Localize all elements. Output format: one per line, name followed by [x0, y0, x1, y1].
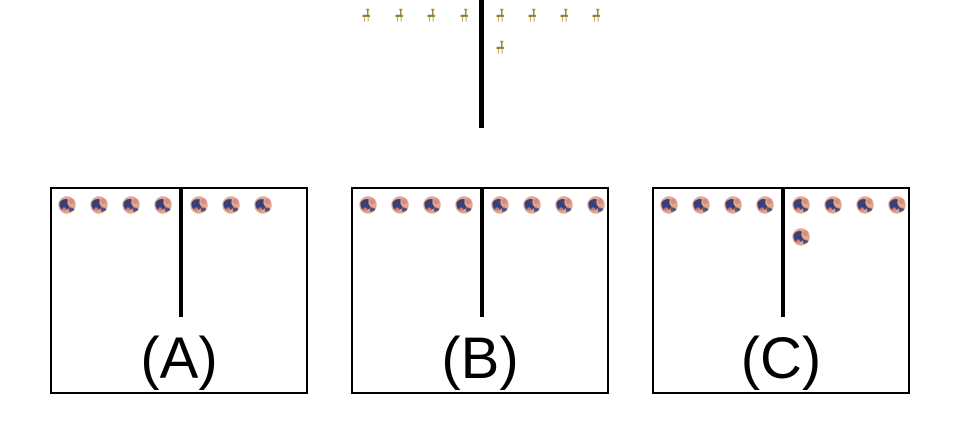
ball-icon: [254, 196, 272, 214]
ball-icon: [888, 196, 906, 214]
option-a-divider-line: [179, 189, 183, 317]
giraffe-icon: [528, 8, 536, 22]
ball-icon: [455, 196, 473, 214]
ball-icon: [660, 196, 678, 214]
giraffe-icon: [395, 8, 403, 22]
option-a-label: (A): [140, 326, 218, 391]
giraffe-icon: [592, 8, 600, 22]
option-c-divider-line: [781, 189, 785, 317]
ball-icon: [491, 196, 509, 214]
ball-icon: [856, 196, 874, 214]
reference-divider-line: [479, 0, 484, 128]
ball-icon: [90, 196, 108, 214]
ball-icon: [122, 196, 140, 214]
ball-icon: [824, 196, 842, 214]
giraffe-icon: [496, 40, 504, 54]
ball-icon: [190, 196, 208, 214]
ball-icon: [359, 196, 377, 214]
ball-icon: [58, 196, 76, 214]
option-c-box[interactable]: (C): [652, 187, 910, 394]
option-c-label: (C): [740, 326, 822, 391]
ball-icon: [724, 196, 742, 214]
giraffe-icon: [560, 8, 568, 22]
ball-icon: [692, 196, 710, 214]
ball-icon: [523, 196, 541, 214]
option-b-label: (B): [441, 326, 519, 391]
ball-icon: [154, 196, 172, 214]
option-a-box[interactable]: (A): [50, 187, 308, 394]
ball-icon: [391, 196, 409, 214]
giraffe-icon: [427, 8, 435, 22]
giraffe-icon: [460, 8, 468, 22]
option-b-divider-line: [480, 189, 484, 317]
option-b-box[interactable]: (B): [351, 187, 609, 394]
ball-icon: [792, 196, 810, 214]
ball-icon: [423, 196, 441, 214]
ball-icon: [792, 228, 810, 246]
ball-icon: [555, 196, 573, 214]
ball-icon: [587, 196, 605, 214]
ball-icon: [222, 196, 240, 214]
giraffe-icon: [362, 8, 370, 22]
giraffe-icon: [496, 8, 504, 22]
ball-icon: [756, 196, 774, 214]
